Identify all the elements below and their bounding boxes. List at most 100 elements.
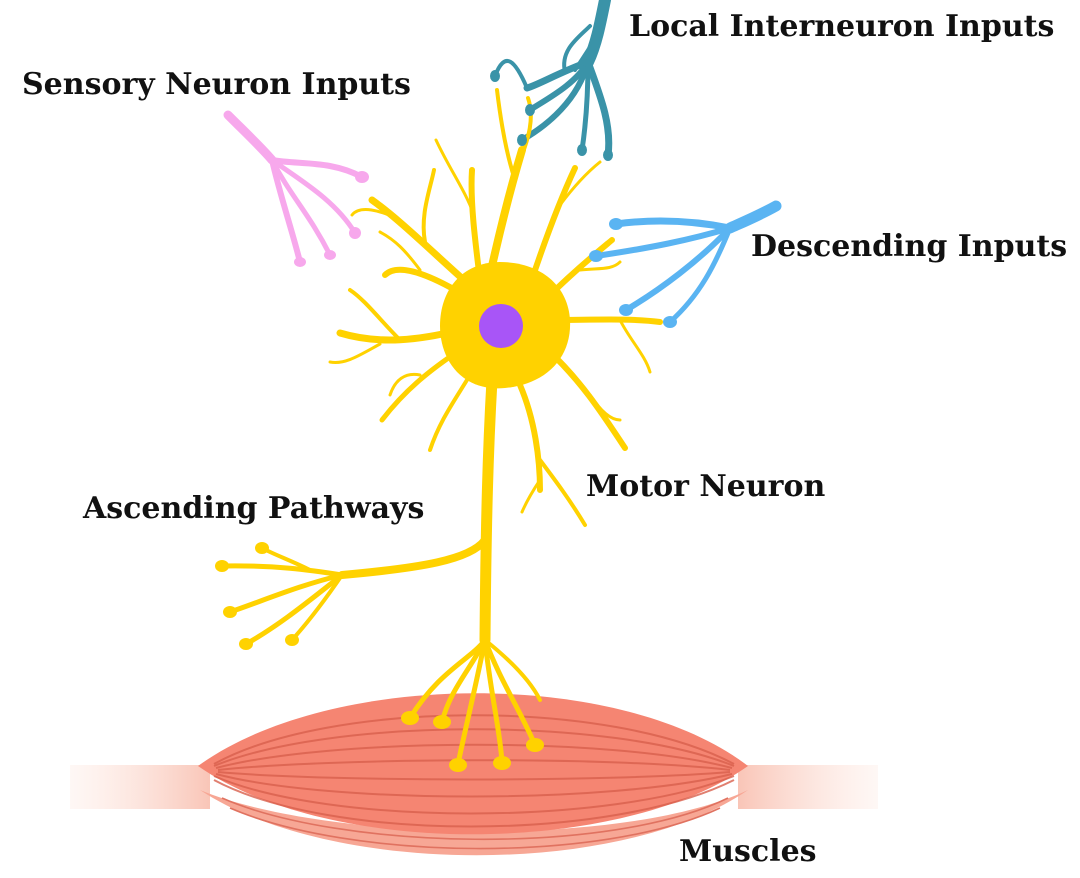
bouton	[285, 634, 299, 646]
tendon-left	[70, 765, 210, 809]
dendrite	[495, 88, 517, 182]
label-local-interneuron-inputs: Local Interneuron Inputs	[629, 9, 1055, 44]
sensory-branch	[269, 157, 365, 180]
dendrite	[527, 165, 578, 288]
muscle-fiber	[217, 771, 731, 781]
collateral-branch	[219, 563, 345, 578]
interneuron-terminal	[603, 149, 613, 161]
dendrite	[520, 478, 542, 514]
dendrite	[538, 458, 587, 527]
muscle-fiber	[215, 743, 733, 769]
collateral-branch	[243, 572, 345, 647]
terminal-boutons	[215, 542, 544, 772]
dendrite	[552, 316, 663, 325]
ascending-collateral	[338, 536, 489, 579]
bouton	[401, 711, 419, 725]
sheath-line	[221, 797, 729, 841]
interneuron-twig	[562, 24, 592, 74]
label-descending-inputs: Descending Inputs	[751, 229, 1068, 264]
descending-branch	[667, 225, 733, 325]
descending-terminal	[589, 250, 603, 262]
dendrite	[618, 318, 652, 374]
label-ascending-pathways: Ascending Pathways	[83, 491, 425, 526]
dendrite	[518, 96, 533, 162]
sensory-branch	[269, 157, 358, 236]
bouton	[433, 715, 451, 729]
collateral-branch	[290, 573, 344, 642]
sheath-line	[229, 807, 721, 850]
axon-terminal	[455, 637, 488, 767]
muscle-fiber	[213, 728, 735, 767]
axon-terminal	[439, 637, 488, 725]
axon-terminal	[482, 637, 538, 748]
axon-terminal	[483, 638, 542, 702]
bouton	[526, 738, 544, 752]
label-motor-neuron: Motor Neuron	[586, 469, 826, 504]
interneuron-twig	[493, 59, 529, 90]
muscle-fiber	[215, 773, 733, 798]
descending-trunk	[724, 200, 782, 234]
bouton	[215, 560, 229, 572]
muscle-sheath-lines	[221, 797, 729, 850]
descending-branch	[623, 225, 733, 313]
sensory-trunk	[223, 110, 277, 165]
interneuron-trunk	[582, 0, 611, 68]
local-interneuron	[493, 0, 613, 159]
interneuron-terminal	[525, 104, 535, 116]
muscle-illustration	[70, 693, 878, 856]
muscle-fiber	[217, 759, 731, 771]
muscle-fiber	[213, 775, 735, 815]
sensory-terminal	[349, 227, 361, 239]
descending-branch	[612, 217, 734, 232]
dendrite	[428, 373, 472, 452]
sensory-branch	[269, 157, 333, 258]
label-sensory-neuron-inputs: Sensory Neuron Inputs	[22, 67, 411, 102]
sensory-neuron	[223, 110, 365, 265]
descending-terminal	[609, 218, 623, 230]
sensory-terminal	[324, 250, 336, 260]
dendrite	[517, 382, 543, 493]
interneuron-terminal	[490, 70, 500, 82]
input-terminals	[294, 70, 677, 328]
dendrite	[588, 393, 622, 422]
label-muscles: Muscles	[679, 834, 817, 869]
interneuron-twig	[573, 28, 602, 72]
bouton	[493, 756, 511, 770]
dendrite	[434, 138, 476, 217]
dendrite	[486, 146, 526, 279]
dendrite	[348, 288, 402, 342]
bouton	[223, 606, 237, 618]
nucleus	[479, 304, 523, 348]
muscle-fiber	[213, 779, 735, 828]
axon	[479, 374, 498, 646]
dendrite	[545, 347, 628, 451]
dendrite	[421, 168, 436, 244]
tendon-right	[738, 765, 878, 809]
dendrite	[378, 230, 422, 272]
muscle-fibers	[213, 714, 735, 828]
dendrite	[388, 372, 422, 397]
axon-terminal	[482, 637, 505, 765]
muscle-belly	[198, 693, 748, 835]
sensory-branch	[269, 157, 303, 265]
interneuron-terminal	[577, 144, 587, 156]
dendrite	[468, 167, 483, 283]
collateral-branch	[227, 572, 345, 615]
dendrite	[350, 208, 402, 222]
interneuron-branch	[584, 58, 613, 159]
interneuron-terminal	[517, 134, 527, 146]
dendrite	[578, 260, 622, 272]
bouton	[239, 638, 253, 650]
descending-terminal	[619, 304, 633, 316]
descending-neuron	[593, 200, 782, 325]
interneuron-branch	[579, 59, 591, 153]
bouton	[255, 542, 269, 554]
sensory-terminal	[355, 171, 369, 183]
bouton	[449, 758, 467, 772]
descending-terminal	[663, 316, 677, 328]
dendrite	[328, 342, 382, 365]
sensory-terminal	[294, 257, 306, 267]
soma-group	[440, 262, 571, 389]
